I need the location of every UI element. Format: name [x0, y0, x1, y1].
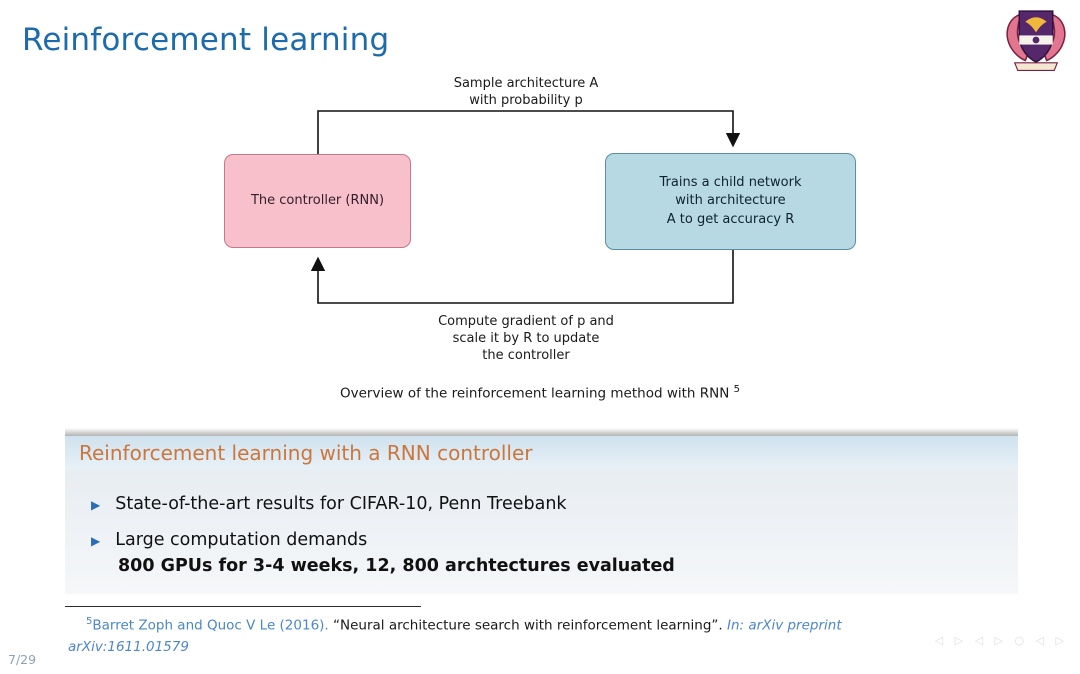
university-crest-logo: [1006, 10, 1066, 71]
figure-caption: Overview of the reinforcement learning m…: [0, 384, 1080, 402]
page-number: 7/29: [8, 652, 37, 667]
bullet-triangle-icon: ▶: [91, 533, 101, 548]
citation-venue-link-line2[interactable]: arXiv:1611.01579: [68, 639, 189, 656]
bullet-text: Large computation demands: [115, 529, 368, 550]
bullet-triangle-icon: ▶: [91, 498, 101, 512]
controller-box: The controller (RNN): [224, 154, 411, 248]
sample-architecture-label: Sample architecture A with probability p: [453, 76, 599, 108]
figure-caption-text: Overview of the reinforcement learning m…: [339, 385, 734, 402]
navigation-symbols[interactable]: ◁ ▷ ◁ ▷ ○ ◁ ▷: [934, 634, 1068, 647]
block-top-shadow: [65, 428, 1018, 436]
footnote: 5Barret Zoph and Quoc V Le (2016). “Neur…: [68, 614, 953, 659]
gradient-update-label: Compute gradient of p and scale it by R …: [438, 314, 614, 363]
caption-footnote-mark: 5: [733, 384, 741, 395]
bullet-text: State-of-the-art results for CIFAR-10, P…: [115, 494, 567, 514]
bullet-detail-bold: 800 GPUs for 3-4 weeks, 12, 800 archtect…: [118, 555, 675, 576]
bullet-item: ▶ State-of-the-art results for CIFAR-10,…: [91, 494, 998, 517]
block-title: Reinforcement learning with a RNN contro…: [65, 436, 1018, 470]
child-network-box: Trains a child network with architecture…: [605, 153, 856, 250]
citation-venue-link[interactable]: In: arXiv preprint: [727, 617, 842, 634]
citation-title: “Neural architecture search with reinfor…: [328, 617, 727, 634]
page-title: Reinforcement learning: [22, 22, 390, 58]
bullet-item: ▶ Large computation demands: [91, 530, 998, 553]
highlight-block: Reinforcement learning with a RNN contro…: [65, 436, 1018, 594]
citation-authors-link[interactable]: Barret Zoph and Quoc V Le (2016).: [92, 617, 329, 634]
footnote-mark: 5: [86, 616, 93, 627]
block-body: ▶ State-of-the-art results for CIFAR-10,…: [65, 470, 1018, 594]
footnote-rule: [65, 606, 421, 607]
